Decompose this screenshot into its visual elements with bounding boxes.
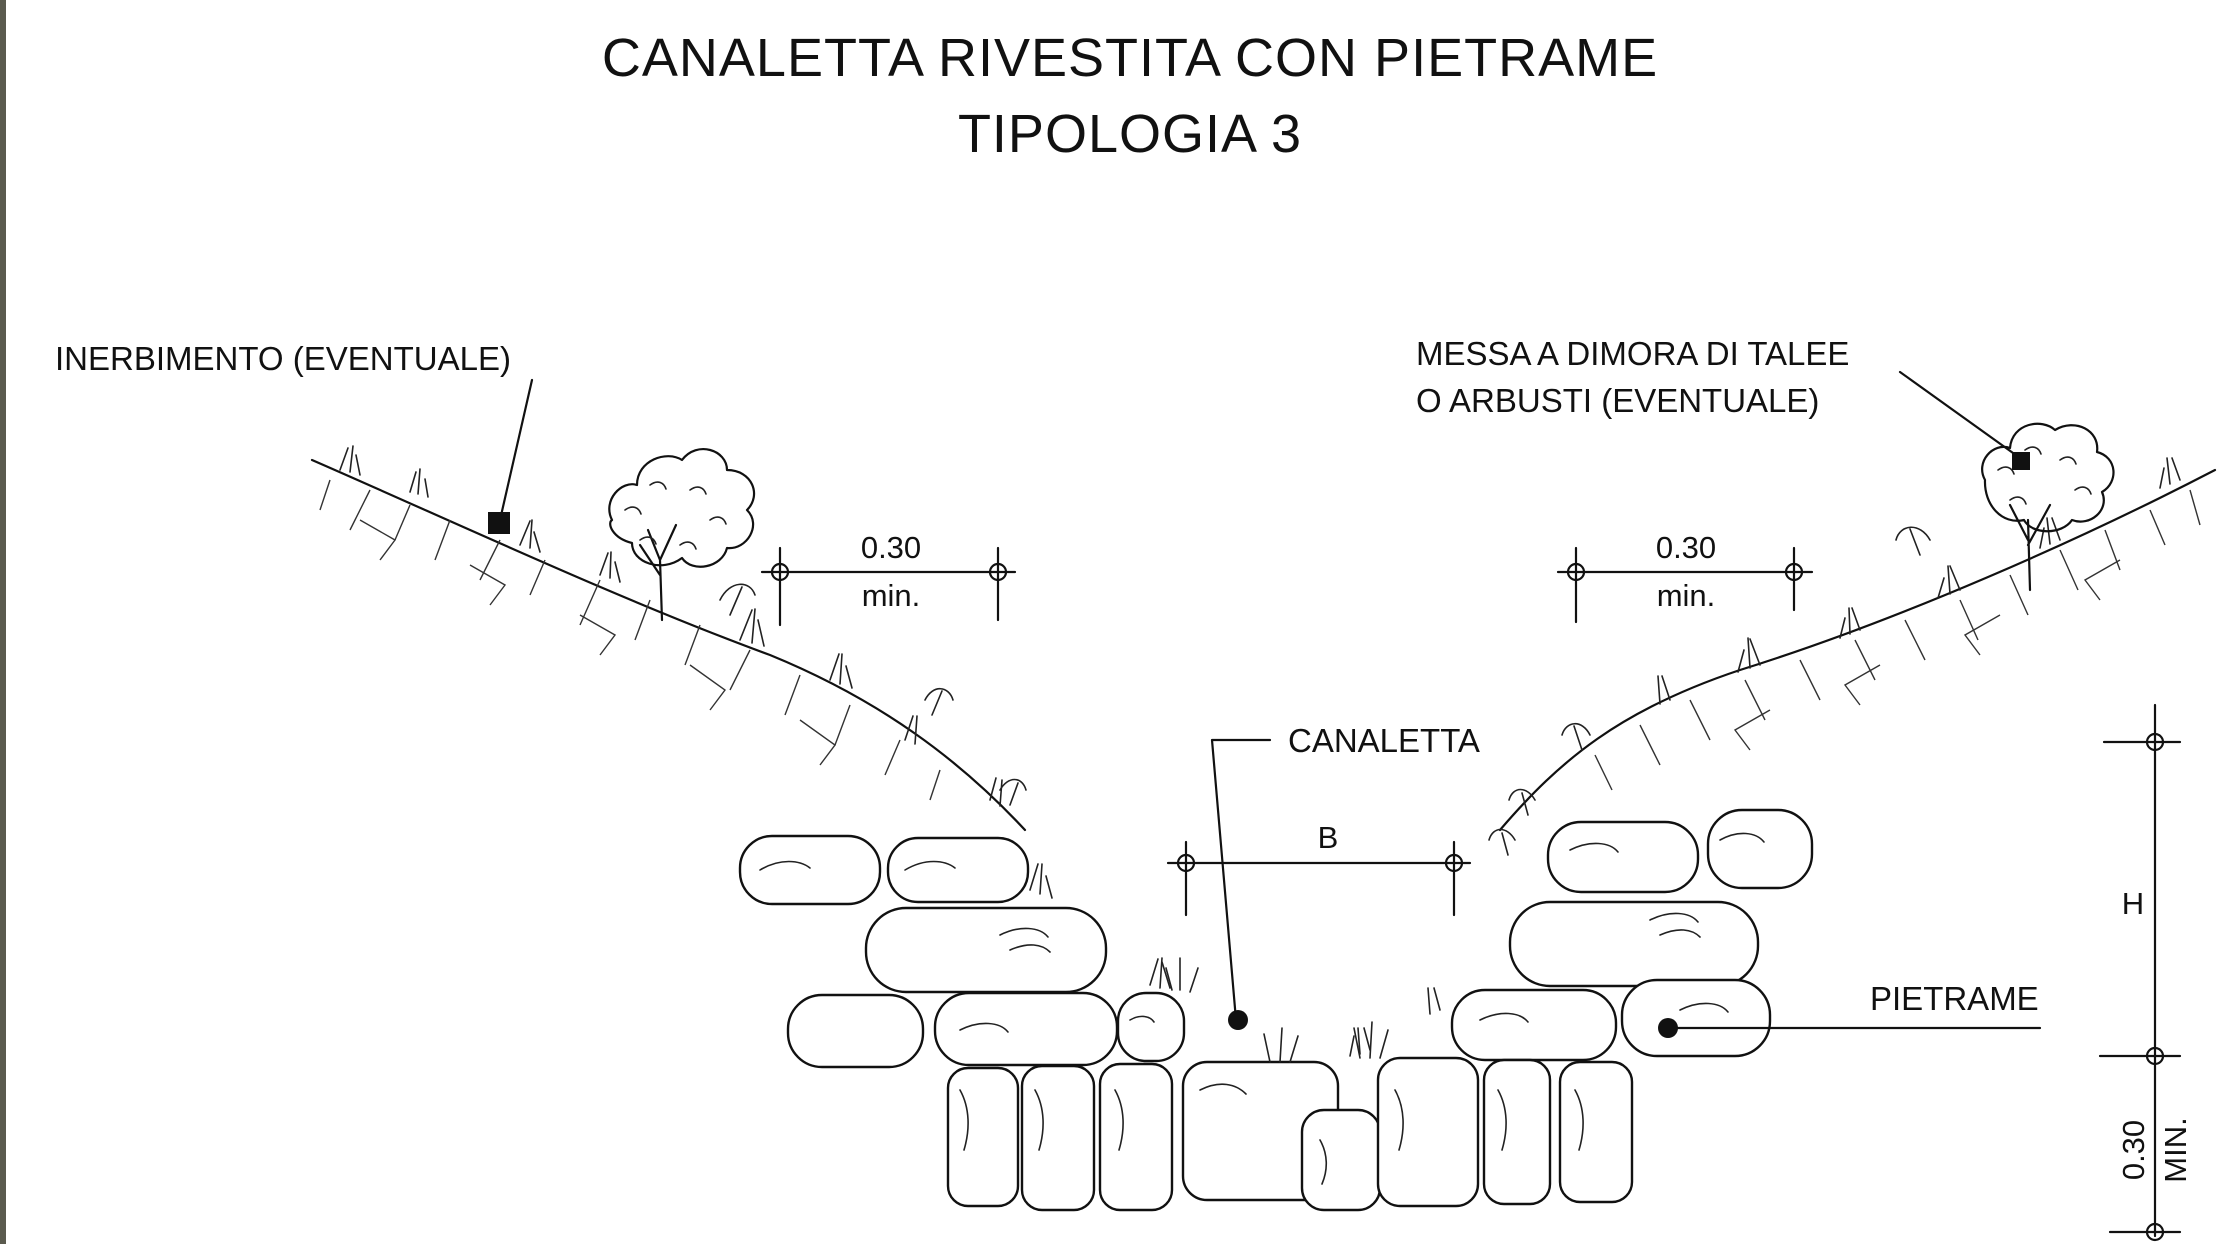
dim-base-value: 0.30 — [2116, 1120, 2151, 1180]
stone-masonry — [738, 808, 1814, 1212]
dimension-right-width: 0.30 min. — [1556, 530, 1814, 624]
leader-dot-talee — [2012, 452, 2030, 470]
left-tree-icon — [608, 448, 756, 622]
dim-height-h: H — [2122, 886, 2144, 921]
dim-left-value: 0.30 — [861, 530, 921, 565]
title-line-2: TIPOLOGIA 3 — [958, 104, 1302, 164]
leader-dot-pietrame — [1658, 1018, 1678, 1038]
right-shrub-icon — [1981, 422, 2115, 592]
dimension-left-width: 0.30 min. — [760, 530, 1017, 627]
left-slope — [310, 445, 1173, 991]
dim-right-note: min. — [1657, 578, 1716, 613]
dimension-channel-width: B — [1166, 820, 1472, 917]
dim-right-value: 0.30 — [1656, 530, 1716, 565]
dim-base-note: MIN. — [2158, 1117, 2193, 1182]
label-canaletta: CANALETTA — [1288, 722, 1480, 759]
dim-left-note: min. — [862, 578, 921, 613]
label-messa-a-dimora: MESSA A DIMORA DI TALEE — [1416, 335, 1849, 372]
leader-dot-inerbimento — [488, 512, 510, 534]
dim-channel-b: B — [1318, 820, 1339, 855]
left-edge-bar — [0, 0, 6, 1244]
label-pietrame: PIETRAME — [1870, 980, 2039, 1017]
leader-dot-canaletta — [1228, 1010, 1248, 1030]
label-inerbimento: INERBIMENTO (EVENTUALE) — [55, 340, 511, 377]
label-arbusti: O ARBUSTI (EVENTUALE) — [1416, 382, 1819, 419]
dimension-height: H 0.30 MIN. — [2098, 703, 2193, 1242]
title-line-1: CANALETTA RIVESTITA CON PIETRAME — [602, 28, 1658, 88]
right-slope — [1349, 422, 2217, 1057]
